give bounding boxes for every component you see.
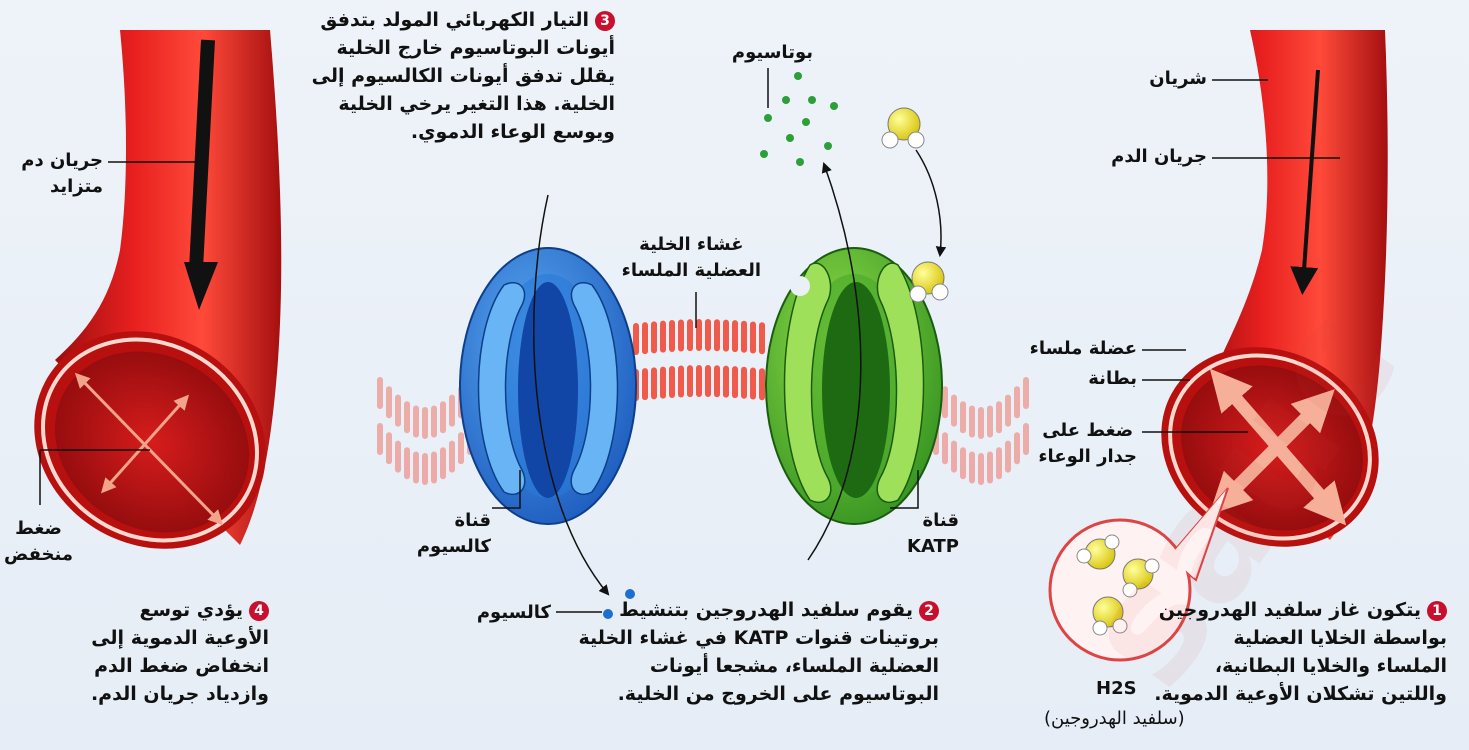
label-calcium-channel-line-1: قناة [417,508,491,534]
label-calcium-channel-line-2: كالسيوم [417,534,491,560]
step-3-line-2: أيونات البوتاسيوم خارج الخلية [295,34,615,62]
step-1-line-1: 1يتكون غاز سلفيد الهدروجين [1157,596,1447,624]
step-3-line-3: يقلل تدفق أيونات الكالسيوم إلى [295,62,615,90]
membrane-center [636,322,762,398]
label-katp-channel-line-2: KATP [907,534,959,560]
step-2-line-1: 2يقوم سلفيد الهدروجين بتنشيط [599,596,939,624]
label-increased-flow-line-1: جريان دم [21,148,103,174]
potassium-ions [760,72,838,166]
h2s-molecule-bound [910,262,948,302]
left-artery [0,30,307,592]
label-low-pressure-line-1: ضغط [4,516,73,542]
step-4-text: 4يؤدي توسع الأوعية الدموية إلى انخفاض ضغ… [49,596,269,708]
step-4-line-3: انخفاض ضغط الدم [49,652,269,680]
step-1-line-3: الملساء والخلايا البطانية، [1157,652,1447,680]
label-katp-channel-line-1: قناة [907,508,959,534]
membrane-right [936,380,1026,482]
label-increased-flow: جريان دم متزايد [21,148,103,200]
step-3-text: 3التيار الكهربائي المولد بتدفق أيونات ال… [295,6,615,146]
label-calcium-channel: قناة كالسيوم [417,508,491,560]
step-3-line-4: الخلية. هذا التغير يرخي الخلية [295,90,615,118]
label-wall-pressure-line-1: ضغط على [1038,418,1137,444]
step-4-badge: 4 [249,601,269,621]
step-1-badge: 1 [1427,601,1447,621]
h2s-molecule-top [882,108,924,148]
step-3-badge: 3 [595,11,615,31]
label-lining: بطانة [1088,366,1137,392]
label-low-pressure: ضغط منخفض [4,516,73,568]
label-blood-flow: جريان الدم [1111,144,1207,170]
calcium-channel [460,248,636,524]
step-2-text: 2يقوم سلفيد الهدروجين بتنشيط بروتينات قن… [599,596,939,708]
label-wall-pressure: ضغط على جدار الوعاء [1038,418,1137,470]
label-low-pressure-line-2: منخفض [4,542,73,568]
label-increased-flow-line-2: متزايد [21,174,103,200]
step-1-line-4: واللتين تشكلان الأوعية الدموية. [1157,680,1447,708]
label-katp-channel: قناة KATP [907,508,959,560]
step-2-line-2: بروتينات قنوات KATP في غشاء الخلية [599,624,939,652]
label-artery: شريان [1149,66,1207,92]
label-membrane: غشاء الخلية العضلية الملساء [622,232,761,284]
step-2-badge: 2 [919,601,939,621]
label-calcium: كالسيوم [477,600,551,626]
step-3-line-1: 3التيار الكهربائي المولد بتدفق [295,6,615,34]
step-4-line-1: 4يؤدي توسع [49,596,269,624]
label-wall-pressure-line-2: جدار الوعاء [1038,444,1137,470]
label-membrane-line-2: العضلية الملساء [622,258,761,284]
step-2-line-4: البوتاسيوم على الخروج من الخلية. [599,680,939,708]
membrane-left [380,380,470,482]
step-2-line-3: العضلية الملساء، مشجعا أيونات [599,652,939,680]
step-4-line-4: وازدياد جريان الدم. [49,680,269,708]
label-h2s-formula: H2S [1096,676,1137,702]
label-membrane-line-1: غشاء الخلية [622,232,761,258]
step-1-text: 1يتكون غاز سلفيد الهدروجين بواسطة الخلاي… [1157,596,1447,708]
step-4-line-2: الأوعية الدموية إلى [49,624,269,652]
label-potassium: بوتاسيوم [732,40,813,66]
step-3-line-5: ويوسع الوعاء الدموي. [295,118,615,146]
label-smooth-muscle: عضلة ملساء [1030,336,1137,362]
label-h2s-name: (سلفيد الهدروجين) [1044,706,1185,732]
step-1-line-2: بواسطة الخلايا العضلية [1157,624,1447,652]
